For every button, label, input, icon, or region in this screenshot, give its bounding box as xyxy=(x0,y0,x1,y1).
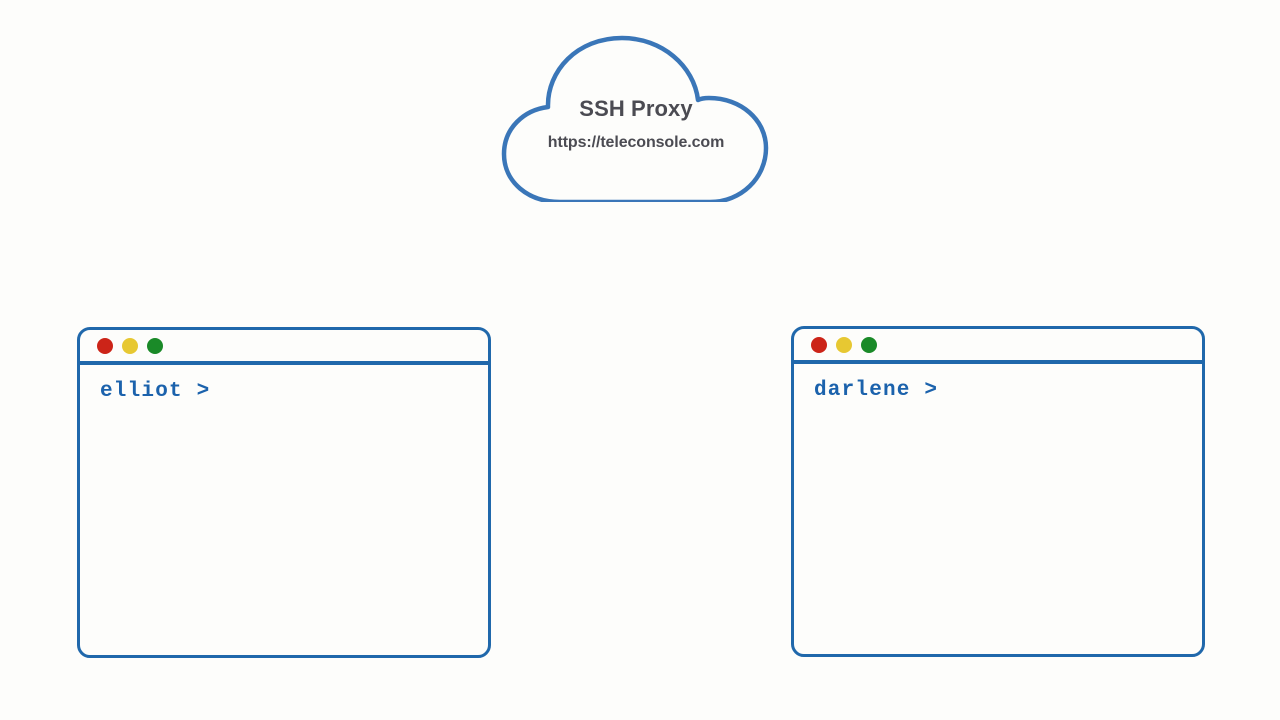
terminal-prompt: darlene > xyxy=(814,379,939,402)
terminal-window-elliot[interactable]: elliot > xyxy=(77,327,491,658)
terminal-body[interactable]: darlene > xyxy=(794,364,1202,650)
ssh-proxy-cloud: SSH Proxy https://teleconsole.com xyxy=(498,24,774,202)
titlebar xyxy=(794,329,1202,364)
terminal-body[interactable]: elliot > xyxy=(80,365,488,651)
maximize-button-icon[interactable] xyxy=(861,336,877,353)
cloud-icon xyxy=(501,35,769,202)
minimize-button-icon[interactable] xyxy=(122,337,138,354)
terminal-window-darlene[interactable]: darlene > xyxy=(791,326,1205,657)
titlebar xyxy=(80,330,488,365)
close-button-icon[interactable] xyxy=(97,337,113,354)
terminal-prompt: elliot > xyxy=(100,380,211,403)
minimize-button-icon[interactable] xyxy=(836,336,852,353)
close-button-icon[interactable] xyxy=(811,336,827,353)
maximize-button-icon[interactable] xyxy=(147,337,163,354)
